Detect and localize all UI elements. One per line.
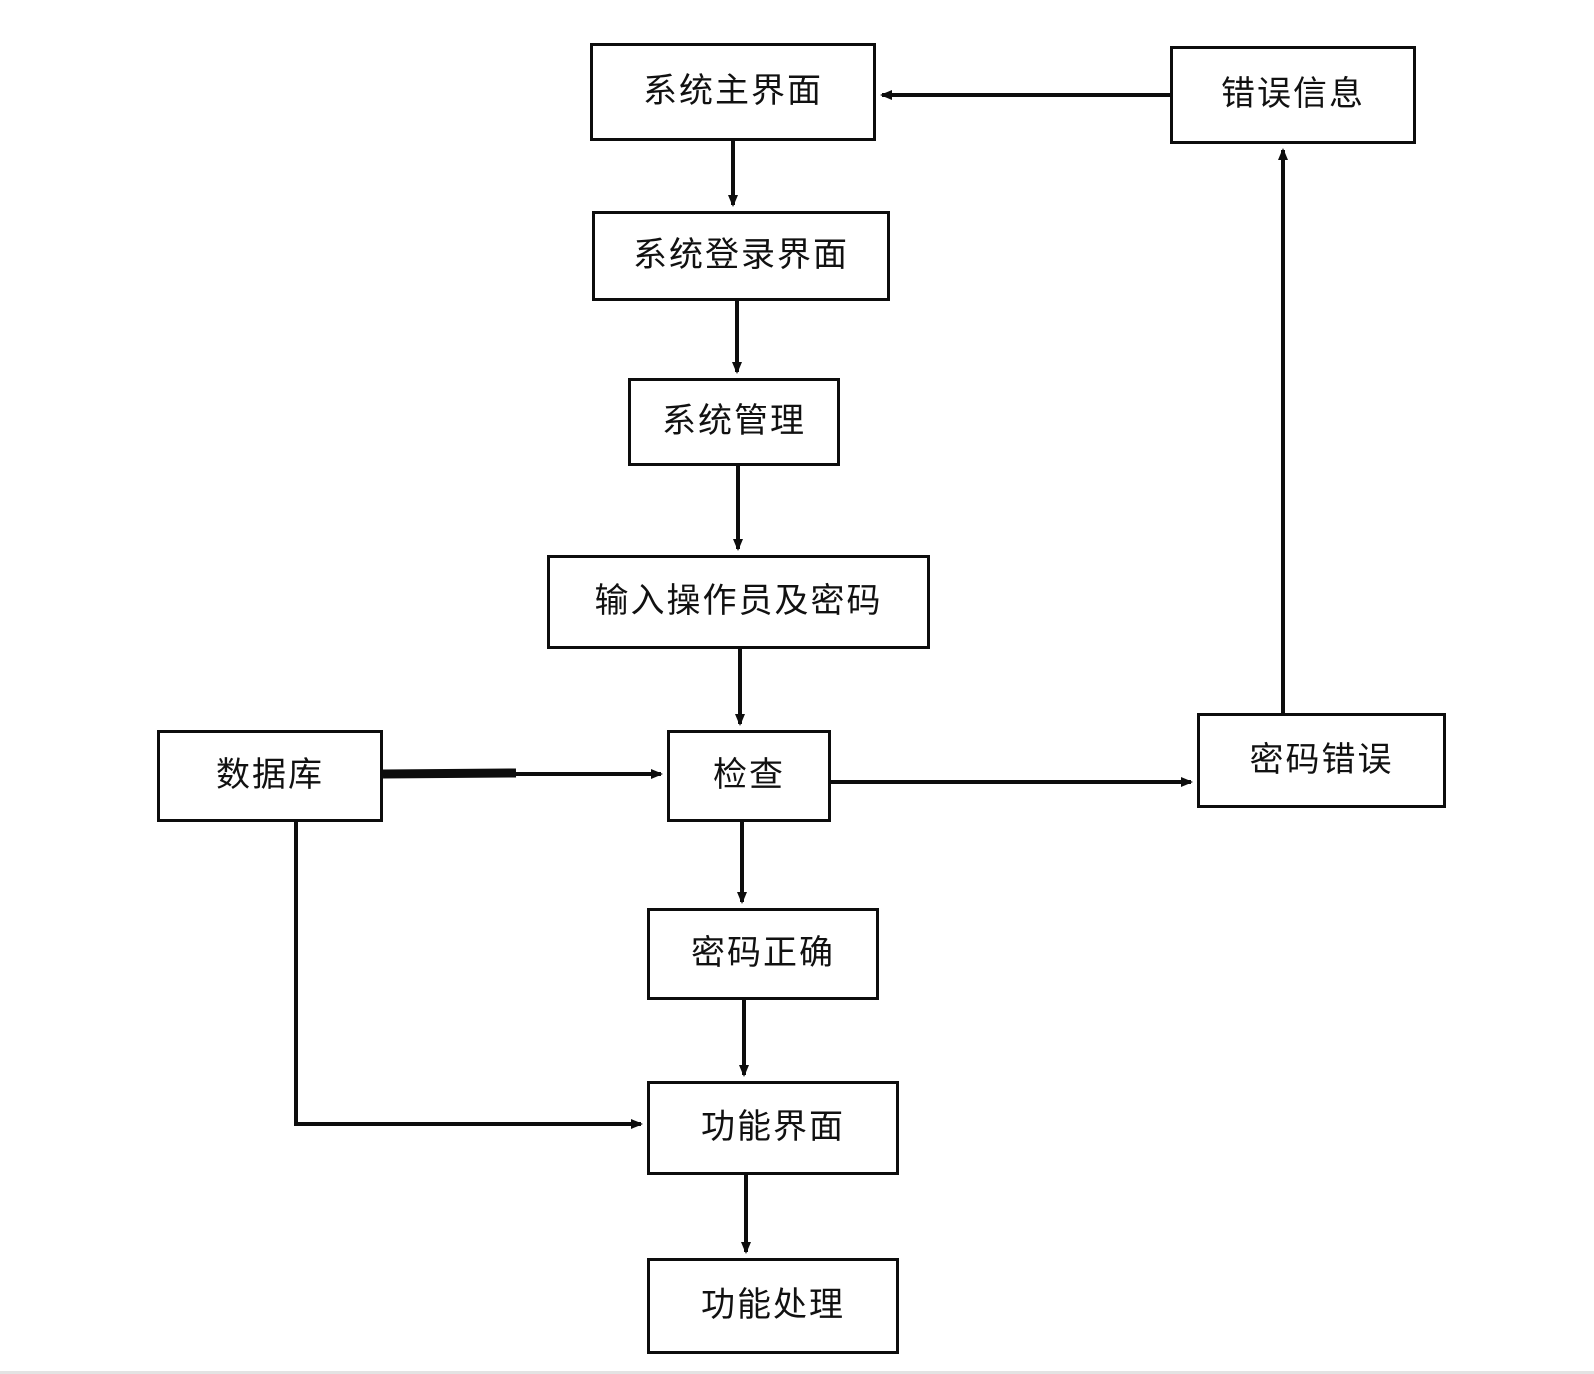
node-label-input-credentials: 输入操作员及密码 bbox=[594, 583, 883, 621]
node-label-function-process: 功能处理 bbox=[701, 1287, 845, 1325]
node-password-wrong[interactable]: 密码错误 bbox=[1197, 713, 1446, 808]
page-bottom-rule bbox=[0, 1371, 1594, 1374]
node-function-ui[interactable]: 功能界面 bbox=[647, 1081, 899, 1175]
node-password-correct[interactable]: 密码正确 bbox=[647, 908, 879, 1000]
node-label-password-wrong: 密码错误 bbox=[1249, 741, 1394, 779]
node-function-process[interactable]: 功能处理 bbox=[647, 1258, 899, 1354]
node-check[interactable]: 检查 bbox=[667, 730, 831, 822]
node-label-database: 数据库 bbox=[216, 757, 324, 795]
node-label-sys-admin: 系统管理 bbox=[662, 403, 806, 441]
node-main-ui[interactable]: 系统主界面 bbox=[590, 43, 876, 141]
node-database[interactable]: 数据库 bbox=[157, 730, 383, 822]
node-label-check: 检查 bbox=[713, 757, 785, 795]
node-login-ui[interactable]: 系统登录界面 bbox=[592, 211, 890, 301]
node-label-main-ui: 系统主界面 bbox=[643, 73, 823, 111]
node-input-credentials[interactable]: 输入操作员及密码 bbox=[547, 555, 930, 649]
connector-database-to-func-ui bbox=[294, 822, 643, 1129]
node-label-function-ui: 功能界面 bbox=[701, 1109, 845, 1147]
node-sys-admin[interactable]: 系统管理 bbox=[628, 378, 840, 466]
node-label-password-correct: 密码正确 bbox=[691, 935, 835, 973]
connector-database-to-check-thick bbox=[382, 768, 517, 779]
node-error-msg[interactable]: 错误信息 bbox=[1170, 46, 1416, 144]
node-label-login-ui: 系统登录界面 bbox=[633, 237, 849, 275]
node-label-error-msg: 错误信息 bbox=[1221, 76, 1365, 114]
